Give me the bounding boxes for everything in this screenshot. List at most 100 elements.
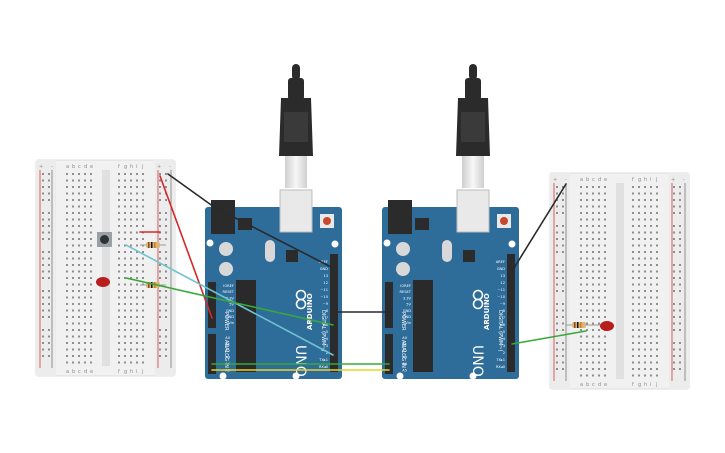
breadboard-hole[interactable]	[580, 192, 582, 195]
breadboard-hole[interactable]	[644, 218, 646, 221]
breadboard-hole[interactable]	[66, 186, 68, 188]
breadboard-hole[interactable]	[632, 296, 634, 299]
breadboard-hole[interactable]	[586, 270, 588, 273]
breadboard-rail-hole[interactable]	[42, 277, 44, 279]
breadboard-hole[interactable]	[118, 264, 120, 266]
breadboard-hole[interactable]	[586, 303, 588, 305]
breadboard-hole[interactable]	[130, 296, 132, 299]
breadboard-hole[interactable]	[118, 225, 120, 227]
breadboard-hole[interactable]	[592, 264, 594, 266]
breadboard-rail-hole[interactable]	[673, 199, 675, 201]
breadboard-hole[interactable]	[644, 244, 646, 247]
breadboard-hole[interactable]	[124, 199, 126, 201]
breadboard-hole[interactable]	[650, 225, 652, 227]
breadboard-hole[interactable]	[604, 244, 606, 247]
breadboard-hole[interactable]	[84, 322, 86, 325]
breadboard-hole[interactable]	[78, 257, 80, 260]
breadboard-rail-hole[interactable]	[562, 264, 564, 266]
breadboard-hole[interactable]	[656, 322, 658, 325]
breadboard-hole[interactable]	[118, 296, 120, 299]
breadboard-rail-hole[interactable]	[562, 283, 564, 286]
breadboard-rail-hole[interactable]	[556, 205, 558, 208]
breadboard-rail-hole[interactable]	[48, 186, 50, 188]
breadboard-rail-hole[interactable]	[562, 329, 564, 331]
breadboard-rail-hole[interactable]	[556, 192, 558, 195]
breadboard-hole[interactable]	[592, 270, 594, 273]
breadboard-hole[interactable]	[142, 316, 144, 318]
breadboard-hole[interactable]	[118, 303, 120, 305]
breadboard-hole[interactable]	[604, 212, 606, 214]
breadboard-hole[interactable]	[84, 270, 86, 273]
breadboard-hole[interactable]	[130, 290, 132, 292]
breadboard-rail-hole[interactable]	[679, 342, 681, 344]
breadboard-hole[interactable]	[644, 283, 646, 286]
breadboard-hole[interactable]	[78, 270, 80, 273]
breadboard-rail-hole[interactable]	[679, 264, 681, 266]
breadboard-hole[interactable]	[84, 277, 86, 279]
breadboard-hole[interactable]	[598, 251, 600, 253]
breadboard-rail-hole[interactable]	[673, 212, 675, 214]
breadboard-hole[interactable]	[136, 192, 138, 195]
breadboard-hole[interactable]	[124, 342, 126, 344]
digital-header[interactable]	[507, 254, 515, 372]
breadboard-hole[interactable]	[118, 329, 120, 331]
breadboard-hole[interactable]	[78, 179, 80, 182]
breadboard-hole[interactable]	[84, 355, 86, 357]
breadboard-hole[interactable]	[84, 309, 86, 312]
breadboard-hole[interactable]	[90, 296, 92, 299]
breadboard-rail-hole[interactable]	[42, 264, 44, 266]
pushbutton[interactable]	[97, 232, 112, 247]
breadboard-hole[interactable]	[78, 355, 80, 357]
breadboard-hole[interactable]	[84, 335, 86, 338]
breadboard-hole[interactable]	[118, 355, 120, 357]
breadboard-hole[interactable]	[592, 348, 594, 351]
breadboard-rail-hole[interactable]	[556, 270, 558, 273]
breadboard-hole[interactable]	[638, 270, 640, 273]
breadboard-rail-hole[interactable]	[562, 277, 564, 279]
breadboard-hole[interactable]	[586, 322, 588, 325]
breadboard-hole[interactable]	[598, 290, 600, 292]
breadboard-rail-hole[interactable]	[679, 283, 681, 286]
breadboard-rail-hole[interactable]	[679, 368, 681, 370]
breadboard-hole[interactable]	[632, 290, 634, 292]
breadboard-hole[interactable]	[638, 290, 640, 292]
breadboard-rail-hole[interactable]	[165, 342, 167, 344]
breadboard-hole[interactable]	[586, 374, 588, 377]
breadboard-hole[interactable]	[632, 277, 634, 279]
breadboard-rail-hole[interactable]	[679, 355, 681, 357]
breadboard-hole[interactable]	[604, 335, 606, 338]
breadboard-hole[interactable]	[644, 335, 646, 338]
breadboard-rail-hole[interactable]	[679, 251, 681, 253]
breadboard-hole[interactable]	[650, 355, 652, 357]
breadboard-hole[interactable]	[72, 257, 74, 260]
breadboard-rail-hole[interactable]	[159, 348, 161, 351]
breadboard-hole[interactable]	[632, 374, 634, 377]
breadboard-hole[interactable]	[656, 348, 658, 351]
breadboard-hole[interactable]	[598, 270, 600, 273]
breadboard-hole[interactable]	[72, 277, 74, 279]
breadboard-hole[interactable]	[136, 309, 138, 312]
breadboard-hole[interactable]	[644, 303, 646, 305]
breadboard-hole[interactable]	[638, 283, 640, 286]
breadboard-hole[interactable]	[142, 238, 144, 240]
breadboard-hole[interactable]	[650, 277, 652, 279]
breadboard-hole[interactable]	[130, 238, 132, 240]
breadboard-rail-hole[interactable]	[556, 264, 558, 266]
breadboard-hole[interactable]	[632, 212, 634, 214]
breadboard-hole[interactable]	[66, 335, 68, 338]
breadboard-rail-hole[interactable]	[556, 238, 558, 240]
breadboard-rail-hole[interactable]	[562, 290, 564, 292]
breadboard-hole[interactable]	[638, 368, 640, 370]
wire-cyan-button[interactable]	[125, 244, 334, 356]
breadboard-hole[interactable]	[118, 257, 120, 260]
breadboard-rail-hole[interactable]	[673, 348, 675, 351]
breadboard-rail-hole[interactable]	[673, 244, 675, 247]
breadboard-hole[interactable]	[72, 316, 74, 318]
breadboard-hole[interactable]	[632, 342, 634, 344]
breadboard-hole[interactable]	[586, 290, 588, 292]
breadboard-hole[interactable]	[130, 361, 132, 364]
breadboard-hole[interactable]	[130, 199, 132, 201]
breadboard-hole[interactable]	[90, 186, 92, 188]
breadboard-hole[interactable]	[656, 316, 658, 318]
breadboard-hole[interactable]	[632, 257, 634, 260]
